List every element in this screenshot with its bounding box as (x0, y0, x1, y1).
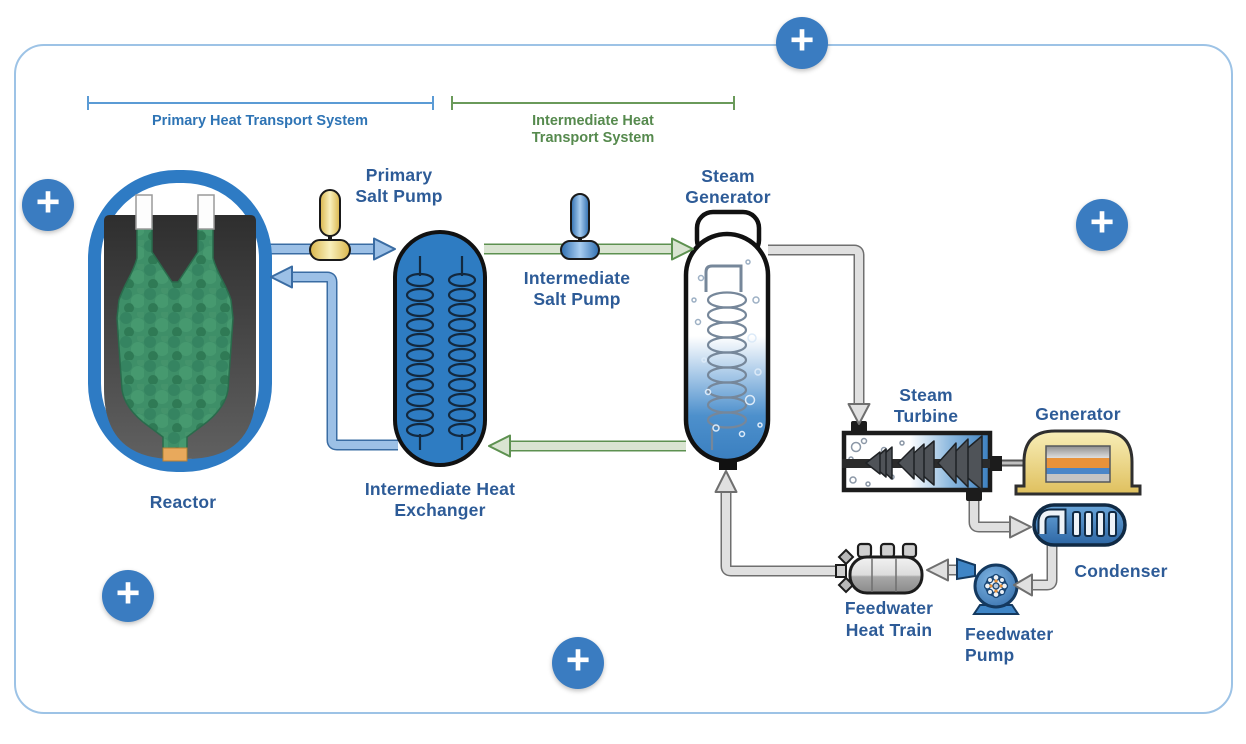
steam-turbine-label-line2: Turbine (894, 406, 958, 426)
feedwater-line (720, 488, 842, 577)
feedwater-heat-train (835, 542, 924, 595)
ihx-coils (405, 256, 477, 450)
intermediate-heat-exchanger (393, 230, 487, 467)
generator-label: Generator (1035, 404, 1120, 424)
core-outlet (162, 447, 188, 462)
primary-system-bracket (87, 96, 434, 110)
reactor-label: Reactor (150, 492, 217, 512)
arrow-primary-cold (270, 265, 293, 289)
intermediate-system-label-line1: Intermediate Heat (532, 113, 654, 129)
condenser-label: Condenser (1074, 561, 1167, 581)
condenser (1032, 503, 1127, 547)
arrow-turbine-exhaust (1009, 515, 1032, 539)
ihx-label-line2: Exchanger (394, 500, 485, 520)
condenser-tubes (1072, 511, 1117, 537)
plus-icon: + (35, 178, 61, 225)
hotspot-button-bottom-center[interactable]: + (552, 637, 604, 689)
arrow-intermediate-cold (488, 434, 511, 458)
hotspot-button-left[interactable]: + (22, 179, 74, 231)
steam-generator-label-line2: Generator (685, 187, 770, 207)
arrow-feedwater (714, 470, 738, 493)
feedwater-pump-label-line2: Pump (965, 645, 1014, 665)
steam-turbine (841, 421, 1027, 501)
flow-arrows (270, 237, 1033, 597)
primary-salt-pump-label-line1: Primary (366, 165, 433, 185)
pump-impeller (983, 573, 1009, 599)
plus-icon: + (789, 16, 815, 63)
primary-salt-pump (309, 189, 351, 261)
hotspot-button-top[interactable]: + (776, 17, 828, 69)
reactor-core (116, 223, 234, 462)
primary-salt-pump-label-line2: Salt Pump (355, 186, 442, 206)
turbine-exhaust-line (968, 498, 1012, 533)
arrow-main-steam (847, 403, 871, 425)
steam-turbine-label-line1: Steam (899, 385, 953, 405)
turbine-blades (865, 435, 983, 491)
plus-icon: + (565, 636, 591, 683)
arrow-intermediate-hot (671, 237, 694, 261)
diagram-border (14, 44, 1233, 714)
feedwater-pump (956, 557, 1020, 615)
reactor-vessel (88, 170, 272, 472)
arrow-condensate (1013, 573, 1033, 597)
ihx-label-line1: Intermediate Heat (365, 479, 515, 499)
sg-bubbles (691, 259, 760, 326)
control-rods (135, 194, 215, 230)
generator (1014, 429, 1142, 496)
primary-cold-leg-pipe (288, 271, 398, 451)
main-steam-line (768, 244, 865, 408)
generator-windings (1045, 445, 1111, 483)
arrow-to-heat-train (926, 558, 949, 582)
steam-generator (683, 209, 771, 470)
primary-system-label: Primary Heat Transport System (152, 113, 368, 129)
feedwater-heat-train-label-line1: Feedwater (845, 598, 933, 618)
steam-generator-label-line1: Steam (701, 166, 755, 186)
hotspot-button-right[interactable]: + (1076, 199, 1128, 251)
intermediate-salt-pump-label-line2: Salt Pump (533, 289, 620, 309)
intermediate-salt-pump (560, 193, 600, 260)
plus-icon: + (1089, 198, 1115, 245)
intermediate-system-label-line2: Transport System (532, 130, 655, 146)
arrow-primary-hot (373, 237, 396, 261)
sg-bubbles-lower (701, 333, 763, 438)
feedwater-heat-train-label-line2: Heat Train (846, 620, 933, 640)
condensate-line (1030, 544, 1058, 591)
intermediate-system-bracket (451, 96, 735, 110)
plus-icon: + (115, 569, 141, 616)
feedwater-pump-label-line1: Feedwater (965, 624, 1053, 644)
intermediate-salt-pump-label-line1: Intermediate (524, 268, 631, 288)
hotspot-button-bottom-left[interactable]: + (102, 570, 154, 622)
sg-coil (704, 264, 748, 450)
